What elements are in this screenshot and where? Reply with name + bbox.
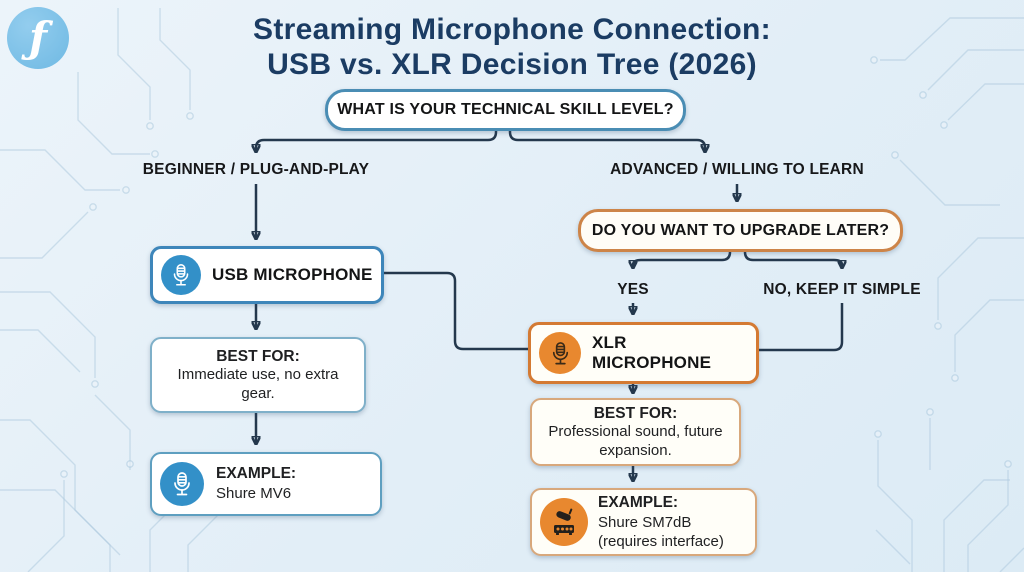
xlr-best-for-label: BEST FOR: [593, 404, 678, 422]
node-usb-example: EXAMPLE: Shure MV6 [150, 452, 382, 516]
upgrade-question-text: DO YOU WANT TO UPGRADE LATER? [591, 221, 890, 239]
branch-label-advanced: ADVANCED / WILLING TO LEARN [610, 161, 864, 178]
brand-logo-letter: ƒ [28, 13, 48, 62]
usb-best-for-text: Immediate use, no extra gear. [177, 365, 339, 402]
page-title-line1: Streaming Microphone Connection: [253, 13, 771, 46]
usb-example-model: Shure MV6 [216, 485, 292, 503]
node-upgrade-question: DO YOU WANT TO UPGRADE LATER? [578, 209, 903, 252]
page-title-line2: USB vs. XLR Decision Tree (2026) [267, 48, 757, 82]
usb-microphone-title: USB MICROPHONE [212, 265, 373, 284]
brand-logo: ƒ [7, 7, 69, 69]
node-xlr-example: EXAMPLE: Shure SM7dB (requires interface… [530, 488, 757, 556]
answer-label-no: NO, KEEP IT SIMPLE [763, 281, 921, 298]
node-usb-best-for: BEST FOR: Immediate use, no extra gear. [150, 337, 366, 413]
xlr-example-model: Shure SM7dB [598, 513, 692, 531]
node-xlr-microphone: XLR MICROPHONE [528, 322, 759, 384]
branch-label-beginner: BEGINNER / PLUG-AND-PLAY [142, 161, 370, 178]
node-root-question: WHAT IS YOUR TECHNICAL SKILL LEVEL? [325, 89, 686, 131]
answer-label-yes: YES [617, 281, 649, 298]
xlr-example-note: (requires interface) [598, 532, 724, 550]
xlr-example-studio-mic-icon [540, 498, 588, 546]
root-question-text: WHAT IS YOUR TECHNICAL SKILL LEVEL? [337, 101, 674, 118]
xlr-best-for-text: Professional sound, future expansion. [548, 422, 723, 459]
xlr-example-label: EXAMPLE: [598, 493, 679, 511]
usb-example-label: EXAMPLE: [216, 465, 297, 483]
node-usb-microphone: USB MICROPHONE [150, 246, 384, 304]
usb-best-for-label: BEST FOR: [216, 347, 300, 365]
usb-microphone-icon [161, 255, 201, 295]
xlr-microphone-icon [539, 332, 581, 374]
node-xlr-best-for: BEST FOR: Professional sound, future exp… [530, 398, 741, 466]
usb-example-microphone-icon [160, 462, 204, 506]
xlr-microphone-title: XLR MICROPHONE [592, 333, 712, 372]
page-title: Streaming Microphone Connection: USB vs.… [0, 12, 1024, 83]
